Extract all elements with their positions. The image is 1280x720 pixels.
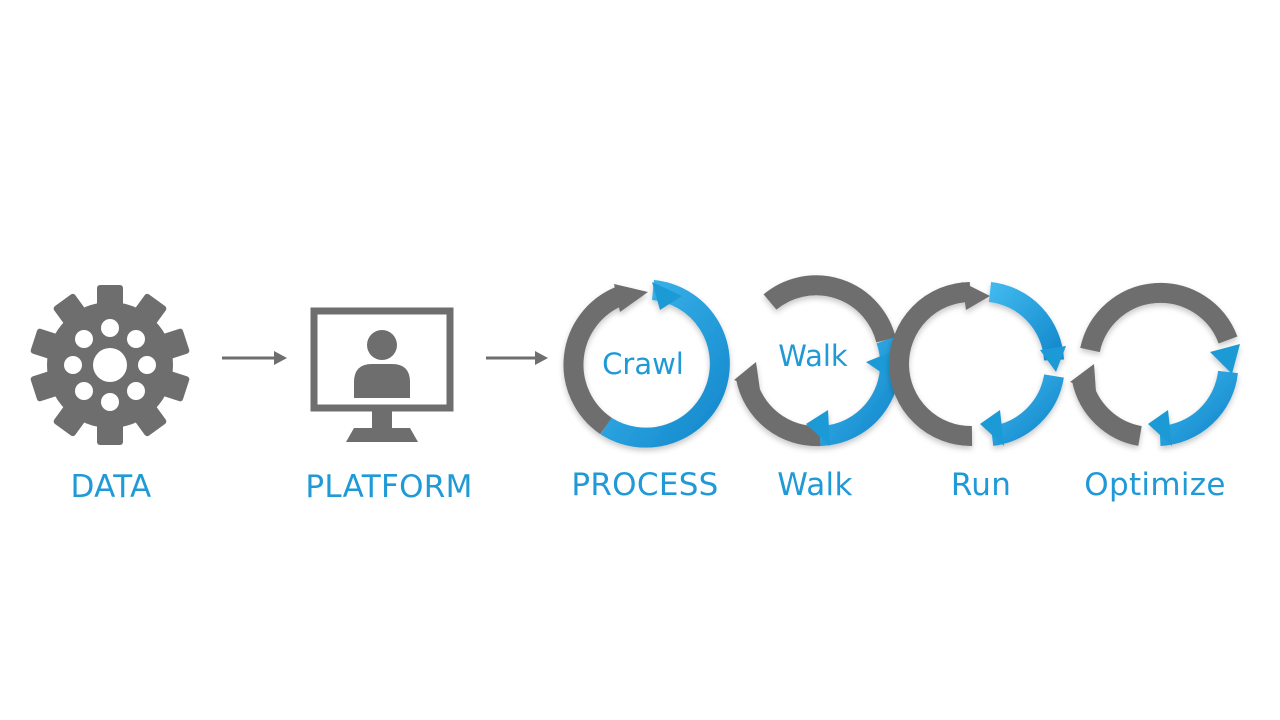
cycle-inner-label-walk: Walk bbox=[778, 339, 848, 373]
arrow-data-to-platform bbox=[222, 351, 287, 365]
cycle-icon bbox=[889, 282, 1066, 447]
cycle-inner-label-crawl: Crawl bbox=[602, 347, 684, 381]
arrow-platform-to-process bbox=[486, 351, 548, 365]
gear-icon bbox=[30, 285, 190, 445]
cycle-icon bbox=[563, 280, 730, 448]
cycle-icon bbox=[1070, 282, 1240, 446]
step-label-platform: PLATFORM bbox=[305, 469, 473, 505]
step-label-optimize: Optimize bbox=[1084, 467, 1226, 503]
step-label-run: Run bbox=[950, 467, 1012, 503]
monitor-user-icon bbox=[310, 307, 454, 442]
step-label-process: PROCESS bbox=[571, 467, 719, 503]
step-label-data: DATA bbox=[70, 469, 152, 505]
step-label-walk: Walk bbox=[777, 467, 853, 503]
